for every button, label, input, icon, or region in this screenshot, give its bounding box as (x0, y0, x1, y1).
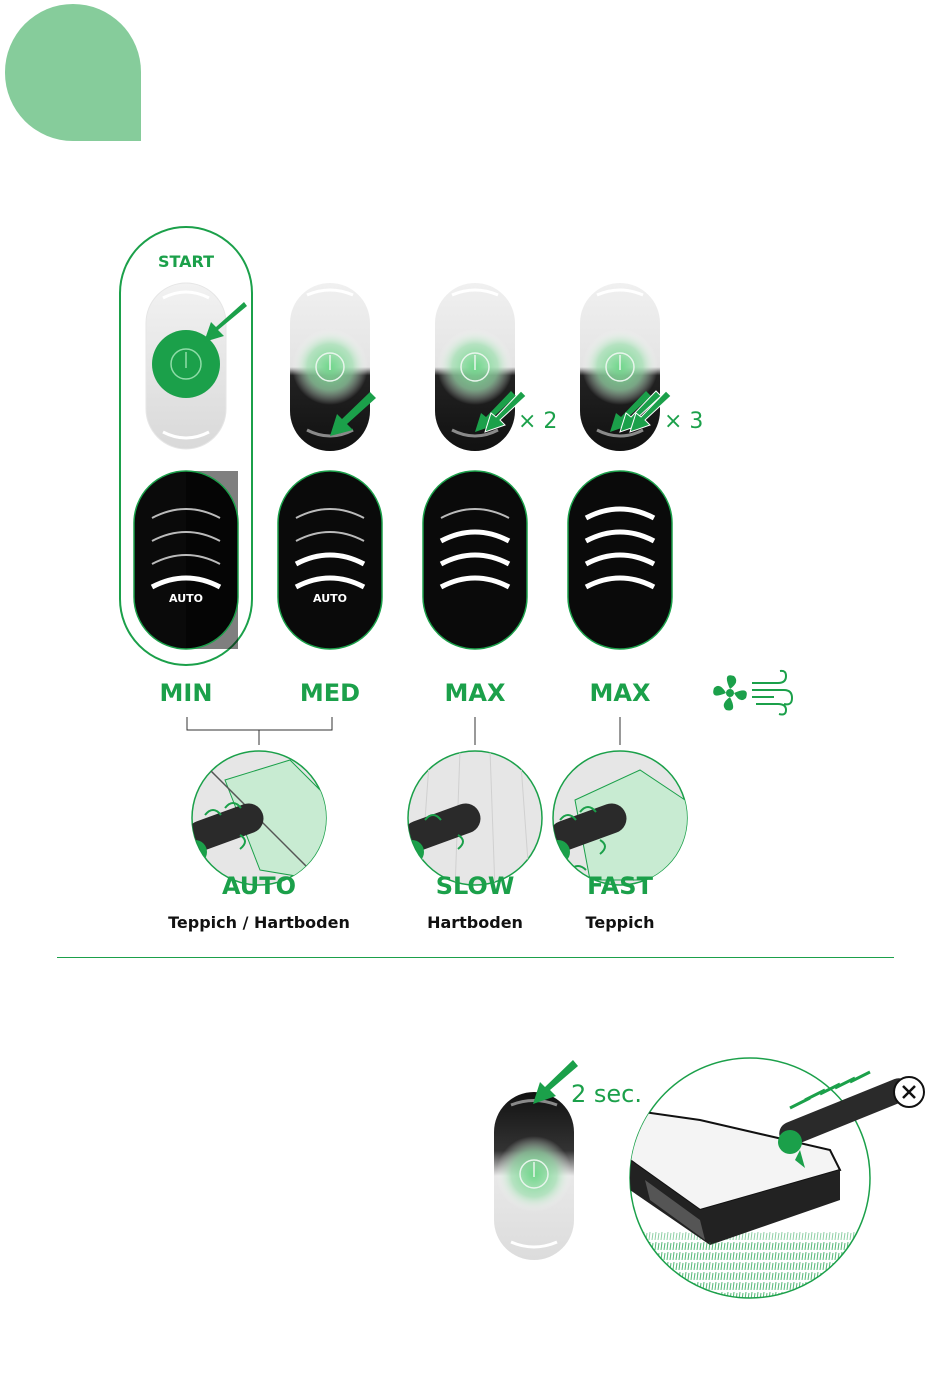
floor-type-fast: Teppich (510, 913, 730, 932)
mode-label-med: MED (270, 679, 390, 707)
brush-auto-illustration (182, 751, 330, 885)
section-divider (57, 957, 894, 958)
brush-speed-auto: AUTO (179, 872, 339, 900)
close-icon (894, 1077, 924, 1107)
mode-label-max-boost: MAX (560, 679, 680, 707)
fan-airflow-icon (713, 671, 792, 715)
start-label: START (150, 252, 222, 271)
indicator-max-boost (568, 471, 672, 649)
brush-fast-illustration (545, 751, 700, 885)
indicator-auto-label-min: AUTO (163, 592, 209, 605)
brush-speed-fast: FAST (540, 872, 700, 900)
mode-label-max: MAX (415, 679, 535, 707)
hold-duration-label: 2 sec. (571, 1080, 642, 1108)
mode-connectors (187, 717, 620, 745)
press-multiplier-3: × 3 (664, 409, 703, 434)
floor-type-auto: Teppich / Hartboden (149, 913, 369, 932)
brush-removal-illustration (620, 1058, 914, 1310)
indicator-min (134, 471, 238, 649)
press-multiplier-2: × 2 (518, 409, 557, 434)
power-button-press-3 (580, 283, 671, 451)
mode-label-min: MIN (126, 679, 246, 707)
power-button-hold (494, 1060, 578, 1260)
power-button-press-1 (290, 283, 376, 451)
brush-slow-illustration (399, 750, 542, 890)
indicator-med (278, 471, 382, 649)
brush-speed-slow: SLOW (395, 872, 555, 900)
indicator-auto-label-med: AUTO (307, 592, 353, 605)
power-button-press-2 (435, 283, 526, 451)
indicator-max (423, 471, 527, 649)
